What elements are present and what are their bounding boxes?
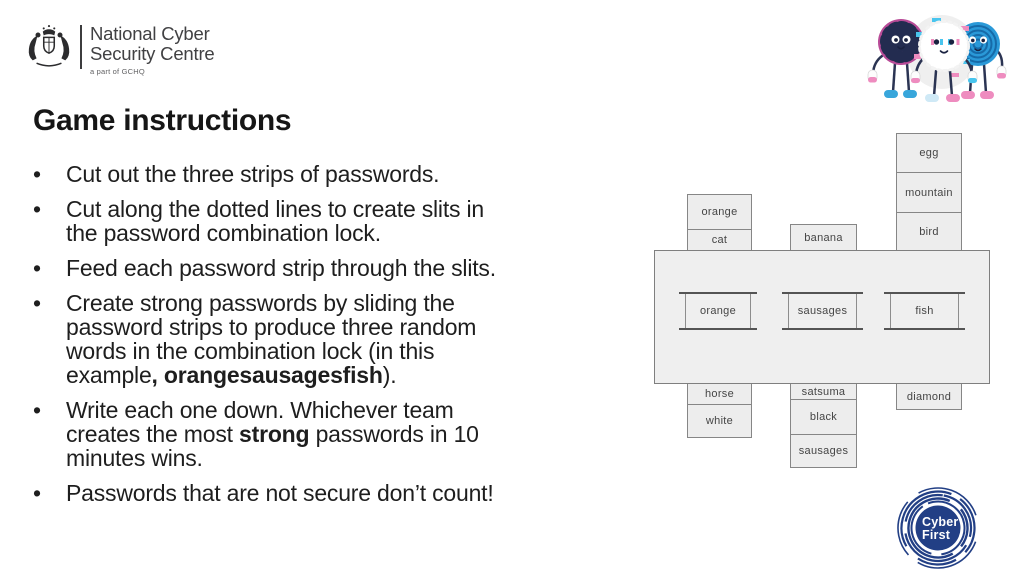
ncsc-logo-line1: National Cyber bbox=[90, 23, 210, 44]
password-word-cell: white bbox=[687, 405, 752, 438]
lock-slot: sausages bbox=[782, 292, 863, 330]
logo-divider bbox=[80, 25, 82, 69]
bullet-marker: • bbox=[33, 480, 41, 506]
cyberfirst-logo: Cyber First bbox=[897, 487, 979, 569]
cyberfirst-inner-circle bbox=[915, 505, 961, 551]
bullet-text: Write each one down. Whichever team crea… bbox=[66, 397, 479, 471]
password-word-cell: black bbox=[790, 400, 857, 435]
password-word-cell: satsuma bbox=[790, 383, 857, 400]
bullet-text: Cut out the three strips of passwords. bbox=[66, 161, 440, 187]
password-word-cell: cat bbox=[687, 230, 752, 251]
lock-slot-word: fish bbox=[915, 305, 934, 317]
combination-lock bbox=[654, 250, 990, 384]
bullet-text: Create strong passwords by sliding the p… bbox=[66, 290, 477, 388]
password-strip: banana bbox=[790, 224, 857, 251]
bullet-marker: • bbox=[33, 397, 41, 423]
bullet-text: Cut along the dotted lines to create sli… bbox=[66, 196, 485, 246]
lock-slot-word: orange bbox=[699, 305, 737, 317]
bullet-marker: • bbox=[33, 255, 41, 281]
password-word-cell: banana bbox=[790, 224, 857, 251]
white-fuzzy-character-icon bbox=[910, 18, 978, 102]
pink-starburst-character-icon bbox=[867, 19, 924, 98]
cyberfirst-mascots-illustration bbox=[867, 15, 1007, 102]
bullet-item: • Cut along the dotted lines to create sl… bbox=[33, 197, 585, 245]
ncsc-logo-line2: Security Centre bbox=[90, 43, 215, 64]
lock-slot-word: sausages bbox=[797, 305, 848, 317]
password-word-cell: diamond bbox=[896, 383, 962, 410]
ncsc-logo: National Cyber Security Centre a part of… bbox=[24, 24, 215, 76]
bullet-text: Passwords that are not secure don’t coun… bbox=[66, 480, 494, 506]
password-word-cell: mountain bbox=[896, 173, 962, 213]
password-word-cell: egg bbox=[896, 133, 962, 173]
bullet-item: • Create strong passwords by sliding the … bbox=[33, 291, 585, 387]
password-word-cell: bird bbox=[896, 213, 962, 251]
bullet-text: Feed each password strip through the sli… bbox=[66, 255, 496, 281]
bullet-item: • Passwords that are not secure don’t cou… bbox=[33, 481, 585, 505]
bullet-list: •Cut out the three strips of passwords.•… bbox=[33, 162, 585, 516]
cyberfirst-text-line1: Cyber bbox=[922, 515, 958, 529]
password-word-cell: sausages bbox=[790, 435, 857, 468]
cyberfirst-text-line2: First bbox=[922, 528, 951, 542]
bullet-item: • Feed each password strip through the sl… bbox=[33, 256, 585, 280]
password-word-cell: orange bbox=[687, 194, 752, 230]
lock-slot: orange bbox=[679, 292, 757, 330]
page-title: Game instructions bbox=[33, 104, 292, 137]
ncsc-logo-tagline: a part of GCHQ bbox=[90, 67, 145, 76]
lock-slot: fish bbox=[884, 292, 965, 330]
bullet-item: • Cut out the three strips of passwords. bbox=[33, 162, 585, 186]
password-strip: diamond bbox=[896, 383, 962, 410]
bullet-item: • Write each one down. Whichever team cre… bbox=[33, 398, 585, 470]
royal-crest-icon bbox=[28, 25, 70, 67]
bullet-marker: • bbox=[33, 196, 41, 222]
bullet-marker: • bbox=[33, 290, 41, 316]
password-word-cell: horse bbox=[687, 383, 752, 405]
bullet-marker: • bbox=[33, 161, 41, 187]
